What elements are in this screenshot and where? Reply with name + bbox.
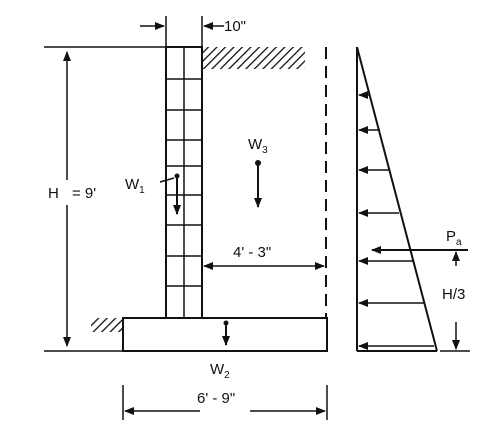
w1-label: W1	[125, 176, 145, 196]
w1-load	[159, 173, 181, 215]
h3-label: H/3	[442, 286, 465, 303]
stem-thickness-label: 10"	[224, 18, 246, 35]
footing	[122, 317, 328, 352]
pressure-diagram	[356, 46, 438, 352]
w2-load	[222, 320, 230, 346]
pa-label: Pa	[446, 228, 462, 248]
soil-hatch-top	[202, 47, 305, 69]
soil-hatch-toe	[91, 318, 123, 332]
height-label: H	[48, 185, 59, 202]
height-dimension	[44, 46, 166, 352]
h3-dimension	[440, 251, 470, 352]
masonry-stem	[165, 46, 203, 319]
w3-label: W3	[248, 136, 268, 156]
w2-label: W2	[210, 361, 230, 381]
w3-load	[254, 160, 262, 208]
height-value: = 9'	[72, 185, 96, 202]
base-width-label: 6' - 9"	[197, 390, 235, 407]
stem-thickness-dimension	[140, 16, 224, 46]
heel-width-label: 4' - 3"	[233, 244, 271, 261]
base-width-dimension	[122, 385, 328, 420]
